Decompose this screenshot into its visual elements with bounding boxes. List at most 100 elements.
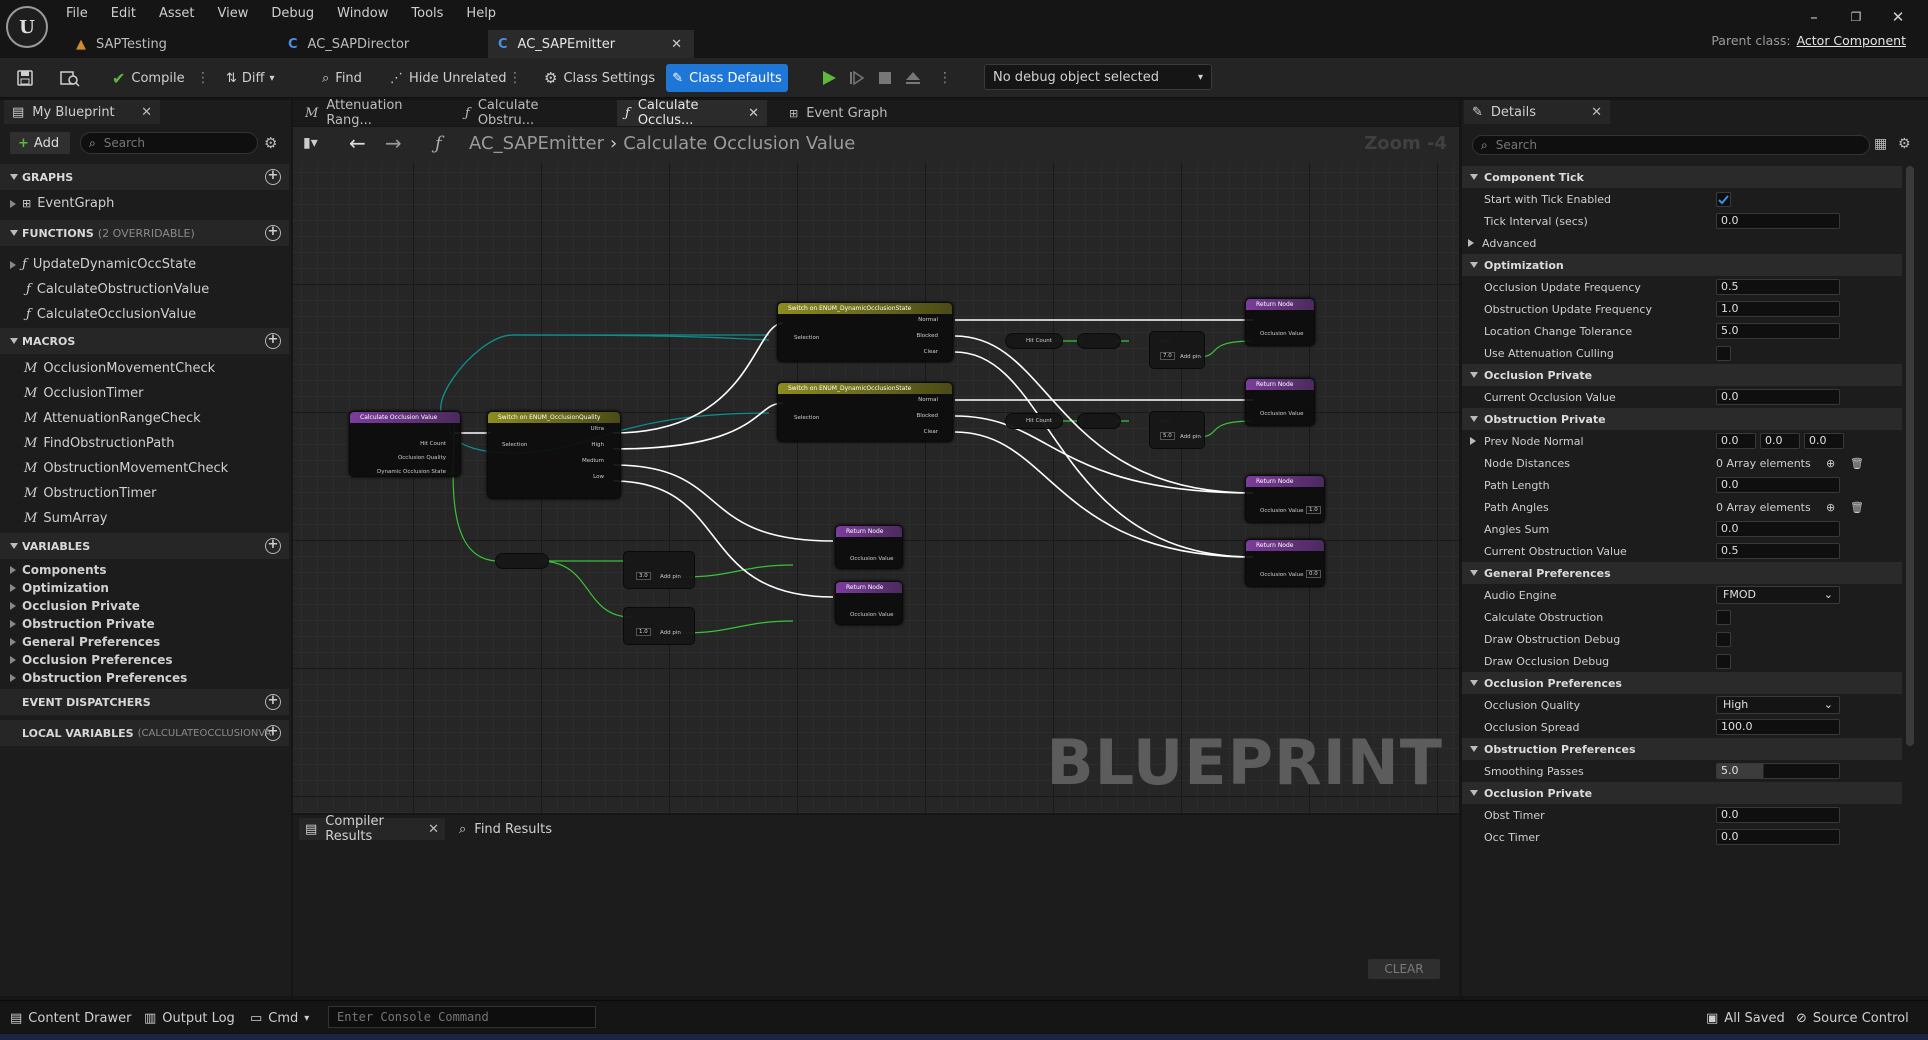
search-box[interactable]: ⌕ (80, 132, 258, 154)
tab-calculate-occlusion[interactable]: ƒ Calculate Occlus... ✕ (617, 98, 767, 128)
tab-attenuation-range[interactable]: M Attenuation Rang... (297, 98, 429, 128)
occ-quality-dropdown[interactable]: High⌄ (1716, 696, 1840, 714)
restore-button[interactable]: ❐ (1850, 10, 1862, 24)
current-occ-val-input[interactable]: 0.0 (1716, 389, 1840, 405)
divide-node[interactable] (1077, 413, 1121, 429)
functions-header[interactable]: FUNCTIONS (2 OVERRIDABLE) + (0, 220, 289, 246)
search-input[interactable] (103, 136, 234, 150)
switch-dynamic-state-node[interactable]: Switch on ENUM_DynamicOcclusionState Sel… (777, 382, 953, 442)
menu-help[interactable]: Help (466, 5, 497, 21)
details-search-input[interactable] (1495, 138, 1836, 152)
close-icon[interactable]: ✕ (671, 36, 682, 52)
return-node[interactable]: Return Node Occlusion Value (1245, 378, 1315, 426)
add-macro-icon[interactable]: + (265, 333, 281, 349)
close-icon[interactable]: ✕ (1591, 104, 1602, 120)
add-pin-label[interactable]: Add pin (660, 630, 681, 636)
eject-icon[interactable] (898, 64, 928, 92)
switch-occlusion-quality-node[interactable]: Switch on ENUM_OcclusionQuality Selectio… (487, 411, 621, 499)
diff-button[interactable]: ⇅ Diff ▾ (220, 64, 281, 92)
class-settings-button[interactable]: ⚙ Class Settings (538, 64, 661, 92)
angles-sum-input[interactable]: 0.0 (1716, 521, 1840, 537)
return-node[interactable]: Return Node Occlusion Value 1.0 (1245, 475, 1325, 523)
value-box[interactable]: 3.0 (636, 572, 651, 580)
function-item[interactable]: ƒ CalculateOcclusionValue (0, 302, 289, 327)
gear-icon[interactable]: ⚙ (1898, 136, 1911, 152)
macros-header[interactable]: MACROS + (0, 328, 289, 354)
menu-edit[interactable]: Edit (110, 5, 136, 21)
tab-calculate-obstruction[interactable]: ƒ Calculate Obstru... (457, 98, 589, 128)
compile-options-icon[interactable]: ⋮ (196, 70, 210, 86)
multiply-node[interactable]: 3.0 Add pin (623, 551, 695, 589)
loc-change-tol-input[interactable]: 5.0 (1716, 323, 1840, 339)
switch-dynamic-state-node[interactable]: Switch on ENUM_DynamicOcclusionState Sel… (777, 302, 953, 362)
section-occlusion-private-2[interactable]: Occlusion Private (1462, 782, 1902, 804)
tab-compiler-results[interactable]: ▤ Compiler Results ✕ (299, 814, 445, 844)
function-item[interactable]: ƒ UpdateDynamicOccState (0, 252, 289, 277)
current-obs-val-input[interactable]: 0.5 (1716, 543, 1840, 559)
obst-timer-input[interactable]: 0.0 (1716, 807, 1840, 823)
value-box[interactable]: 1.0 (636, 628, 651, 636)
browse-icon[interactable] (54, 64, 86, 92)
section-occlusion-private[interactable]: Occlusion Private (1462, 364, 1902, 386)
add-pin-label[interactable]: Add pin (660, 574, 681, 580)
smoothing-passes-slider[interactable]: 5.0 (1716, 763, 1840, 779)
step-icon[interactable] (842, 64, 872, 92)
hit-count-getter-node[interactable]: Hit Count (1005, 333, 1063, 349)
hide-unrelated-button[interactable]: ⋰ Hide Unrelated (384, 64, 513, 92)
find-button[interactable]: ⌕ Find (316, 64, 368, 92)
trash-icon[interactable]: 🗑 (1850, 456, 1864, 470)
start-tick-checkbox[interactable] (1716, 192, 1731, 207)
tab-event-graph[interactable]: ⊞ Event Graph (781, 100, 901, 126)
variable-category[interactable]: Occlusion Preferences (0, 651, 289, 669)
section-optimization[interactable]: Optimization (1462, 254, 1902, 276)
graph-item-eventgraph[interactable]: ⊞ EventGraph (0, 191, 289, 216)
more-options-icon[interactable]: ⋮ (508, 70, 522, 86)
add-graph-icon[interactable]: + (265, 169, 281, 185)
forward-arrow-icon[interactable]: → (385, 131, 402, 155)
section-component-tick[interactable]: Component Tick (1462, 166, 1902, 188)
trash-icon[interactable]: 🗑 (1850, 500, 1864, 514)
occ-spread-input[interactable]: 100.0 (1716, 719, 1840, 735)
doc-tab-ac-sapdirector[interactable]: C AC_SAPDirector (278, 30, 484, 58)
function-entry-node[interactable]: Calculate Occlusion Value Hit Count Occl… (349, 411, 461, 477)
menu-file[interactable]: File (66, 5, 88, 21)
path-length-input[interactable]: 0.0 (1716, 477, 1840, 493)
obs-update-freq-input[interactable]: 1.0 (1716, 301, 1840, 317)
divide-node[interactable] (1077, 333, 1121, 349)
my-blueprint-tab[interactable]: ▤ My Blueprint ✕ (4, 100, 160, 124)
all-saved-button[interactable]: ▣ All Saved (1706, 1001, 1785, 1035)
return-node[interactable]: Return Node Occlusion Value 0.0 (1245, 539, 1325, 587)
details-tab[interactable]: ✎ Details ✕ (1464, 100, 1610, 124)
expand-icon[interactable] (1470, 437, 1476, 445)
add-button[interactable]: + Add (10, 132, 70, 154)
menu-asset[interactable]: Asset (158, 5, 195, 21)
debug-object-dropdown[interactable]: No debug object selected ▾ (984, 64, 1212, 90)
doc-tab-saptesting[interactable]: ▲ SAPTesting (66, 30, 272, 58)
play-button[interactable] (814, 64, 844, 92)
console-input[interactable] (328, 1006, 596, 1028)
gear-icon[interactable]: ⚙ (264, 134, 278, 152)
minimize-button[interactable]: – (1810, 8, 1818, 26)
close-icon[interactable]: ✕ (748, 105, 759, 121)
details-scrollbar[interactable] (1906, 166, 1914, 746)
local-variables-header[interactable]: LOCAL VARIABLES (CALCULATEOCCLUSIONVAI + (0, 720, 289, 746)
bookmark-icon[interactable]: ▮▾ (303, 135, 318, 151)
save-icon[interactable] (10, 64, 40, 92)
menu-view[interactable]: View (217, 5, 249, 21)
breadcrumb-root[interactable]: AC_SAPEmitter (469, 133, 604, 154)
menu-debug[interactable]: Debug (271, 5, 315, 21)
prev-x-input[interactable]: 0.0 (1716, 433, 1756, 449)
audio-engine-dropdown[interactable]: FMOD⌄ (1716, 586, 1840, 604)
add-element-icon[interactable]: ⊕ (1826, 456, 1836, 470)
add-pin-label[interactable]: Add pin (1180, 354, 1201, 360)
close-icon[interactable]: ✕ (428, 821, 439, 837)
output-log-button[interactable]: ▥ Output Log (144, 1001, 235, 1035)
cmd-dropdown[interactable]: ▭ Cmd ▾ (250, 1001, 309, 1035)
variable-category[interactable]: General Preferences (0, 633, 289, 651)
parent-class-link[interactable]: Actor Component (1796, 33, 1906, 48)
